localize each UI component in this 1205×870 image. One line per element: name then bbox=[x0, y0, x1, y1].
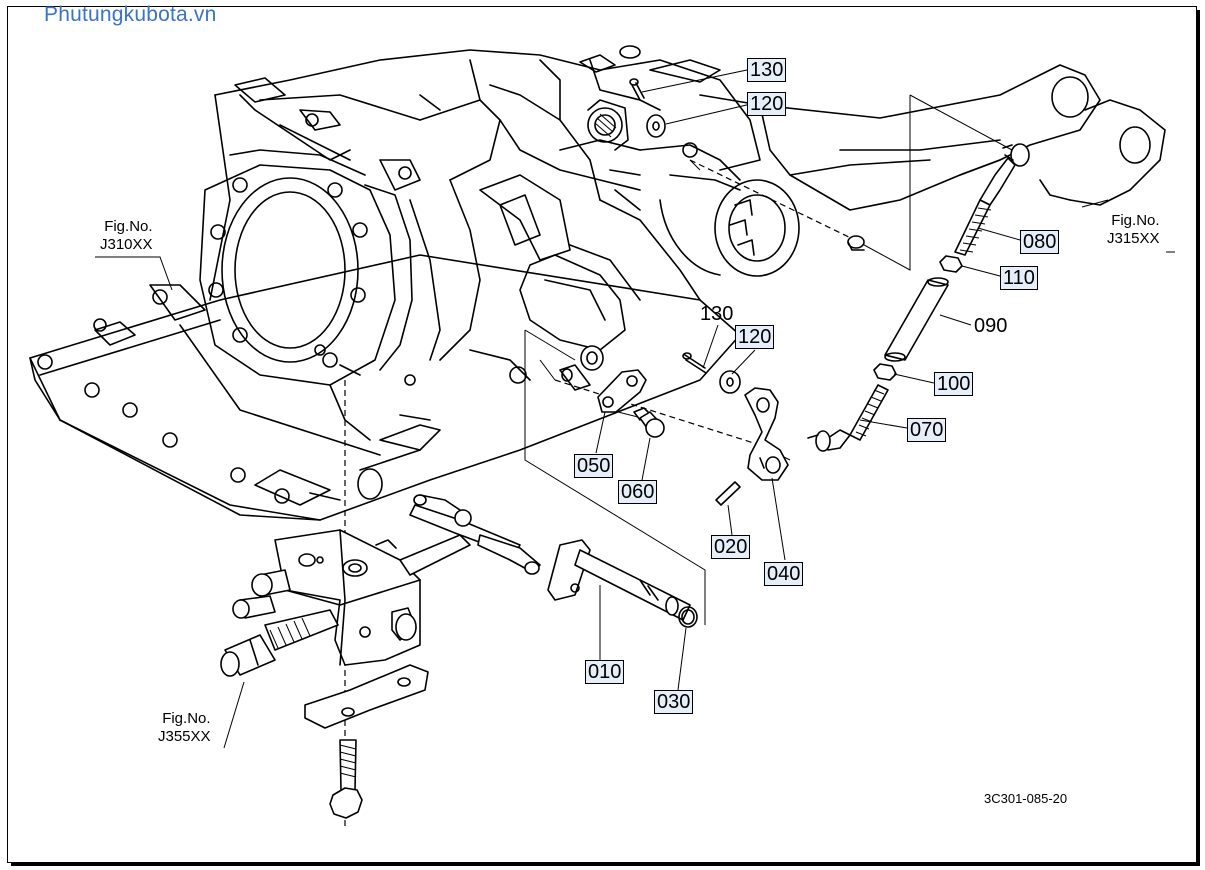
part-label-120[interactable]: 120 bbox=[747, 92, 787, 116]
part-label-100[interactable]: 100 bbox=[934, 372, 974, 396]
rod-end-070 bbox=[807, 384, 889, 452]
figure-ref-j310[interactable]: Fig.No. J310XX bbox=[100, 218, 153, 254]
part-label-080[interactable]: 080 bbox=[1020, 230, 1060, 254]
watermark: Phutungkubota.vn bbox=[44, 3, 217, 26]
figure-ref-caption: Fig.No. bbox=[1111, 212, 1160, 229]
shaft-010 bbox=[547, 539, 691, 621]
drawing-code: 3C301-085-20 bbox=[984, 791, 1068, 806]
figure-ref-j315[interactable]: Fig.No. J315XX bbox=[1107, 212, 1160, 248]
part-label-130[interactable]: 130 bbox=[747, 58, 787, 82]
figure-ref-number: J355XX bbox=[158, 728, 211, 745]
part-label-110[interactable]: 110 bbox=[1000, 266, 1038, 290]
o-ring-030 bbox=[678, 606, 698, 628]
plate-050 bbox=[559, 345, 647, 413]
part-label-050[interactable]: 050 bbox=[574, 454, 614, 478]
part-label-130[interactable]: 130 bbox=[700, 303, 734, 325]
frame-shadow bbox=[1197, 10, 1200, 866]
figure-ref-caption: Fig.No. bbox=[104, 218, 153, 235]
lift-arm bbox=[699, 64, 1166, 211]
part-label-060[interactable]: 060 bbox=[618, 480, 658, 504]
part-label-030[interactable]: 030 bbox=[654, 690, 694, 714]
part-label-120[interactable]: 120 bbox=[735, 325, 775, 349]
split-pin-130-top bbox=[629, 78, 645, 101]
nut-100 bbox=[873, 363, 897, 381]
frame-shadow bbox=[11, 863, 1200, 866]
transmission-housing bbox=[29, 45, 800, 521]
part-label-090[interactable]: 090 bbox=[974, 315, 1008, 337]
bushing bbox=[847, 235, 865, 251]
part-label-020[interactable]: 020 bbox=[711, 535, 751, 559]
leader-lines bbox=[95, 69, 1175, 749]
part-label-040[interactable]: 040 bbox=[764, 562, 804, 586]
spring-pin-020 bbox=[715, 481, 741, 506]
part-label-070[interactable]: 070 bbox=[907, 418, 947, 442]
figure-ref-j355[interactable]: Fig.No. J355XX bbox=[158, 710, 211, 746]
lever-040 bbox=[744, 387, 789, 481]
turnbuckle-090 bbox=[884, 277, 949, 362]
split-pin-130-mid bbox=[682, 352, 707, 374]
rod-end-080 bbox=[954, 143, 1030, 256]
control-valve bbox=[220, 494, 541, 819]
nut-110 bbox=[939, 255, 963, 273]
diagram-frame bbox=[7, 6, 1197, 863]
figure-ref-number: J310XX bbox=[100, 236, 153, 253]
figure-ref-number: J315XX bbox=[1107, 230, 1160, 247]
figure-ref-caption: Fig.No. bbox=[162, 710, 211, 727]
part-label-010[interactable]: 010 bbox=[585, 660, 625, 684]
plug-060 bbox=[633, 407, 665, 438]
washer-120-top bbox=[646, 114, 666, 138]
washer-120-mid bbox=[719, 370, 741, 394]
